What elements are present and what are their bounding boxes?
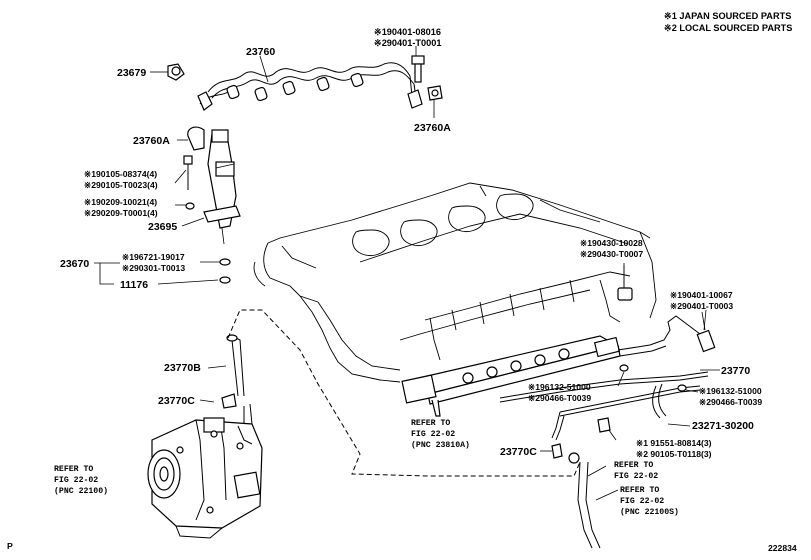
leader-lines bbox=[94, 46, 720, 452]
label-bolt-top-2: ※290401-T0001 bbox=[374, 38, 441, 48]
corner-marker: P bbox=[7, 541, 13, 551]
label-oring-1: ※196721-19017 bbox=[122, 252, 185, 262]
ref-pump-line3: (PNC 22100) bbox=[54, 486, 108, 496]
ref-mid-line1: REFER TO bbox=[411, 419, 450, 428]
label-bolt-inj-2: ※290105-T0023(4) bbox=[84, 180, 158, 190]
fuel-rail bbox=[401, 335, 621, 417]
label-23760a-left: 23760A bbox=[133, 135, 170, 147]
fuel-plug bbox=[617, 265, 633, 301]
engine-block-outline bbox=[253, 182, 657, 383]
ref-br-line2: FIG 22-02 bbox=[620, 497, 664, 506]
fuel-pump bbox=[147, 403, 263, 539]
label-23670: 23670 bbox=[60, 258, 89, 270]
label-23760: 23760 bbox=[246, 46, 275, 58]
label-gasket-mid-2: ※290466-T0039 bbox=[528, 393, 591, 403]
label-23760a-right: 23760A bbox=[414, 122, 451, 134]
ref-pump-line2: FIG 22-02 bbox=[54, 476, 98, 485]
label-nut-1: ※1 91551-80814(3) bbox=[636, 438, 712, 448]
injector bbox=[203, 129, 241, 284]
label-oring-2: ※290301-T0013 bbox=[122, 263, 185, 273]
label-washer-inj-2: ※290209-T0001(4) bbox=[84, 208, 158, 218]
top-union-bolt bbox=[411, 55, 443, 101]
label-nut-2: ※2 90105-T0118(3) bbox=[636, 449, 712, 459]
ref-mid-line3: (PNC 23810A) bbox=[411, 440, 470, 450]
ref-br-line1: REFER TO bbox=[620, 486, 659, 495]
label-bolt-right-2: ※290401-T0003 bbox=[670, 301, 733, 311]
feed-hose bbox=[577, 461, 619, 549]
diagram-id: 222834 bbox=[768, 543, 797, 553]
label-plug-2: ※290430-T0007 bbox=[580, 249, 643, 259]
label-23770c-right: 23770C bbox=[500, 446, 537, 458]
label-bolt-top-1: ※190401-08016 bbox=[374, 27, 441, 37]
label-washer-inj-1: ※190209-10021(4) bbox=[84, 197, 157, 207]
label-bolt-right-1: ※190401-10067 bbox=[670, 290, 733, 300]
label-23271: 23271-30200 bbox=[692, 420, 754, 432]
label-gasket-right-1: ※196132-51000 bbox=[699, 386, 762, 396]
right-union-bolt bbox=[696, 309, 716, 353]
reference-dashed-lines bbox=[227, 309, 581, 477]
ref-hose-line2: FIG 22-02 bbox=[614, 472, 658, 481]
label-11176: 11176 bbox=[120, 279, 148, 291]
ref-mid-line2: FIG 22-02 bbox=[411, 430, 455, 439]
label-23770c-left: 23770C bbox=[158, 395, 195, 407]
label-gasket-mid-1: ※196132-51000 bbox=[528, 382, 591, 392]
fuel-hose bbox=[221, 334, 245, 409]
legend-local: ※2 LOCAL SOURCED PARTS bbox=[664, 23, 792, 33]
gaskets bbox=[551, 364, 687, 464]
injector-bolt bbox=[183, 155, 195, 210]
label-23679: 23679 bbox=[117, 67, 146, 79]
label-gasket-right-2: ※290466-T0039 bbox=[699, 397, 762, 407]
label-plug-1: ※190430-10028 bbox=[580, 238, 643, 248]
label-23770: 23770 bbox=[721, 365, 750, 377]
label-23770b: 23770B bbox=[164, 362, 201, 374]
legend-japan: ※1 JAPAN SOURCED PARTS bbox=[664, 11, 791, 21]
ref-pump-line1: REFER TO bbox=[54, 465, 93, 474]
label-bolt-inj-1: ※190105-08374(4) bbox=[84, 169, 157, 179]
clamp-left bbox=[177, 126, 205, 151]
injection-pipe-assembly bbox=[197, 62, 423, 111]
ref-br-line3: (PNC 22100S) bbox=[620, 507, 679, 517]
pressure-sensor bbox=[164, 63, 185, 81]
ref-hose-line1: REFER TO bbox=[614, 461, 653, 470]
label-23695: 23695 bbox=[148, 221, 177, 233]
fuel-return-pipe bbox=[499, 315, 709, 441]
